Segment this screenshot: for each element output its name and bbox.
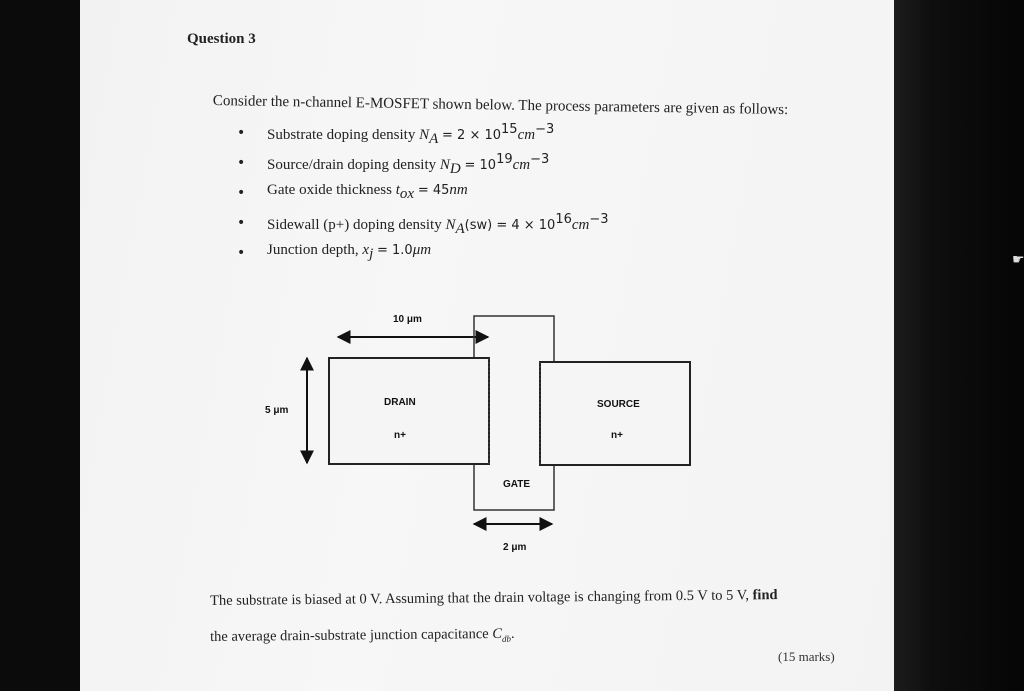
drain-label: DRAIN xyxy=(384,397,416,408)
param-value: = 45 xyxy=(417,183,450,198)
param-symbol: x xyxy=(362,242,370,258)
param-value: = 10 xyxy=(464,158,497,173)
problem-line-2: the average drain-substrate junction cap… xyxy=(210,625,515,645)
drain-type-label: n+ xyxy=(394,430,406,441)
param-unit: cm xyxy=(512,157,531,173)
bullet-icon: • xyxy=(237,215,246,231)
hand-cursor-icon: ☛ xyxy=(1012,252,1024,268)
param-symbol: t xyxy=(395,182,400,198)
param-symbol: N xyxy=(439,157,450,173)
capacitance-sub: db xyxy=(501,633,512,644)
param-unit: μm xyxy=(412,242,432,258)
param-symbol: N xyxy=(419,127,430,143)
param-label: Source/drain doping density xyxy=(267,157,437,173)
param-exp: 16 xyxy=(555,212,572,227)
dark-background xyxy=(894,0,1024,691)
height-label: 5 μm xyxy=(265,405,289,416)
problem-keyword: find xyxy=(752,587,778,604)
gate-width-label: 2 μm xyxy=(503,542,527,553)
param-label: Gate oxide thickness xyxy=(267,182,392,198)
bullet-icon: • xyxy=(237,155,246,171)
param-sub: j xyxy=(369,246,374,262)
param-sub: ox xyxy=(399,186,415,202)
drain-region xyxy=(328,357,490,465)
document-page xyxy=(80,0,894,691)
width-label: 10 μm xyxy=(393,314,422,325)
param-label: Sidewall (p+) doping density xyxy=(267,217,442,233)
param-unit: cm xyxy=(517,127,536,143)
source-type-label: n+ xyxy=(611,430,623,441)
param-unit-exp: −3 xyxy=(530,152,550,167)
question-title: Question 3 xyxy=(187,31,256,47)
param-sub: A xyxy=(455,221,465,237)
param-label: Junction depth, xyxy=(267,242,359,258)
param-unit-exp: −3 xyxy=(535,122,555,137)
param-label: Substrate doping density xyxy=(267,127,416,143)
bullet-icon: • xyxy=(237,125,246,141)
source-label: SOURCE xyxy=(597,399,640,410)
capacitance-symbol: C xyxy=(492,625,503,643)
marks-label: (15 marks) xyxy=(778,649,835,664)
source-region xyxy=(539,361,691,466)
param-unit: cm xyxy=(571,217,590,233)
param-unit: nm xyxy=(449,182,468,198)
param-symbol: N xyxy=(445,217,456,233)
problem-text: the average drain-substrate junction cap… xyxy=(210,626,493,645)
param-exp: 15 xyxy=(501,122,518,137)
param-value: = 1.0 xyxy=(377,243,413,258)
bullet-icon: • xyxy=(237,185,246,201)
gate-label: GATE xyxy=(503,479,531,490)
param-value: (sw) = 4 × 10 xyxy=(464,218,556,233)
bullet-icon: • xyxy=(237,245,246,261)
param-sub: A xyxy=(429,131,439,147)
param-exp: 19 xyxy=(496,152,513,167)
param-unit-exp: −3 xyxy=(589,212,609,227)
param-sub: D xyxy=(449,161,461,177)
param-value: = 2 × 10 xyxy=(442,128,502,143)
